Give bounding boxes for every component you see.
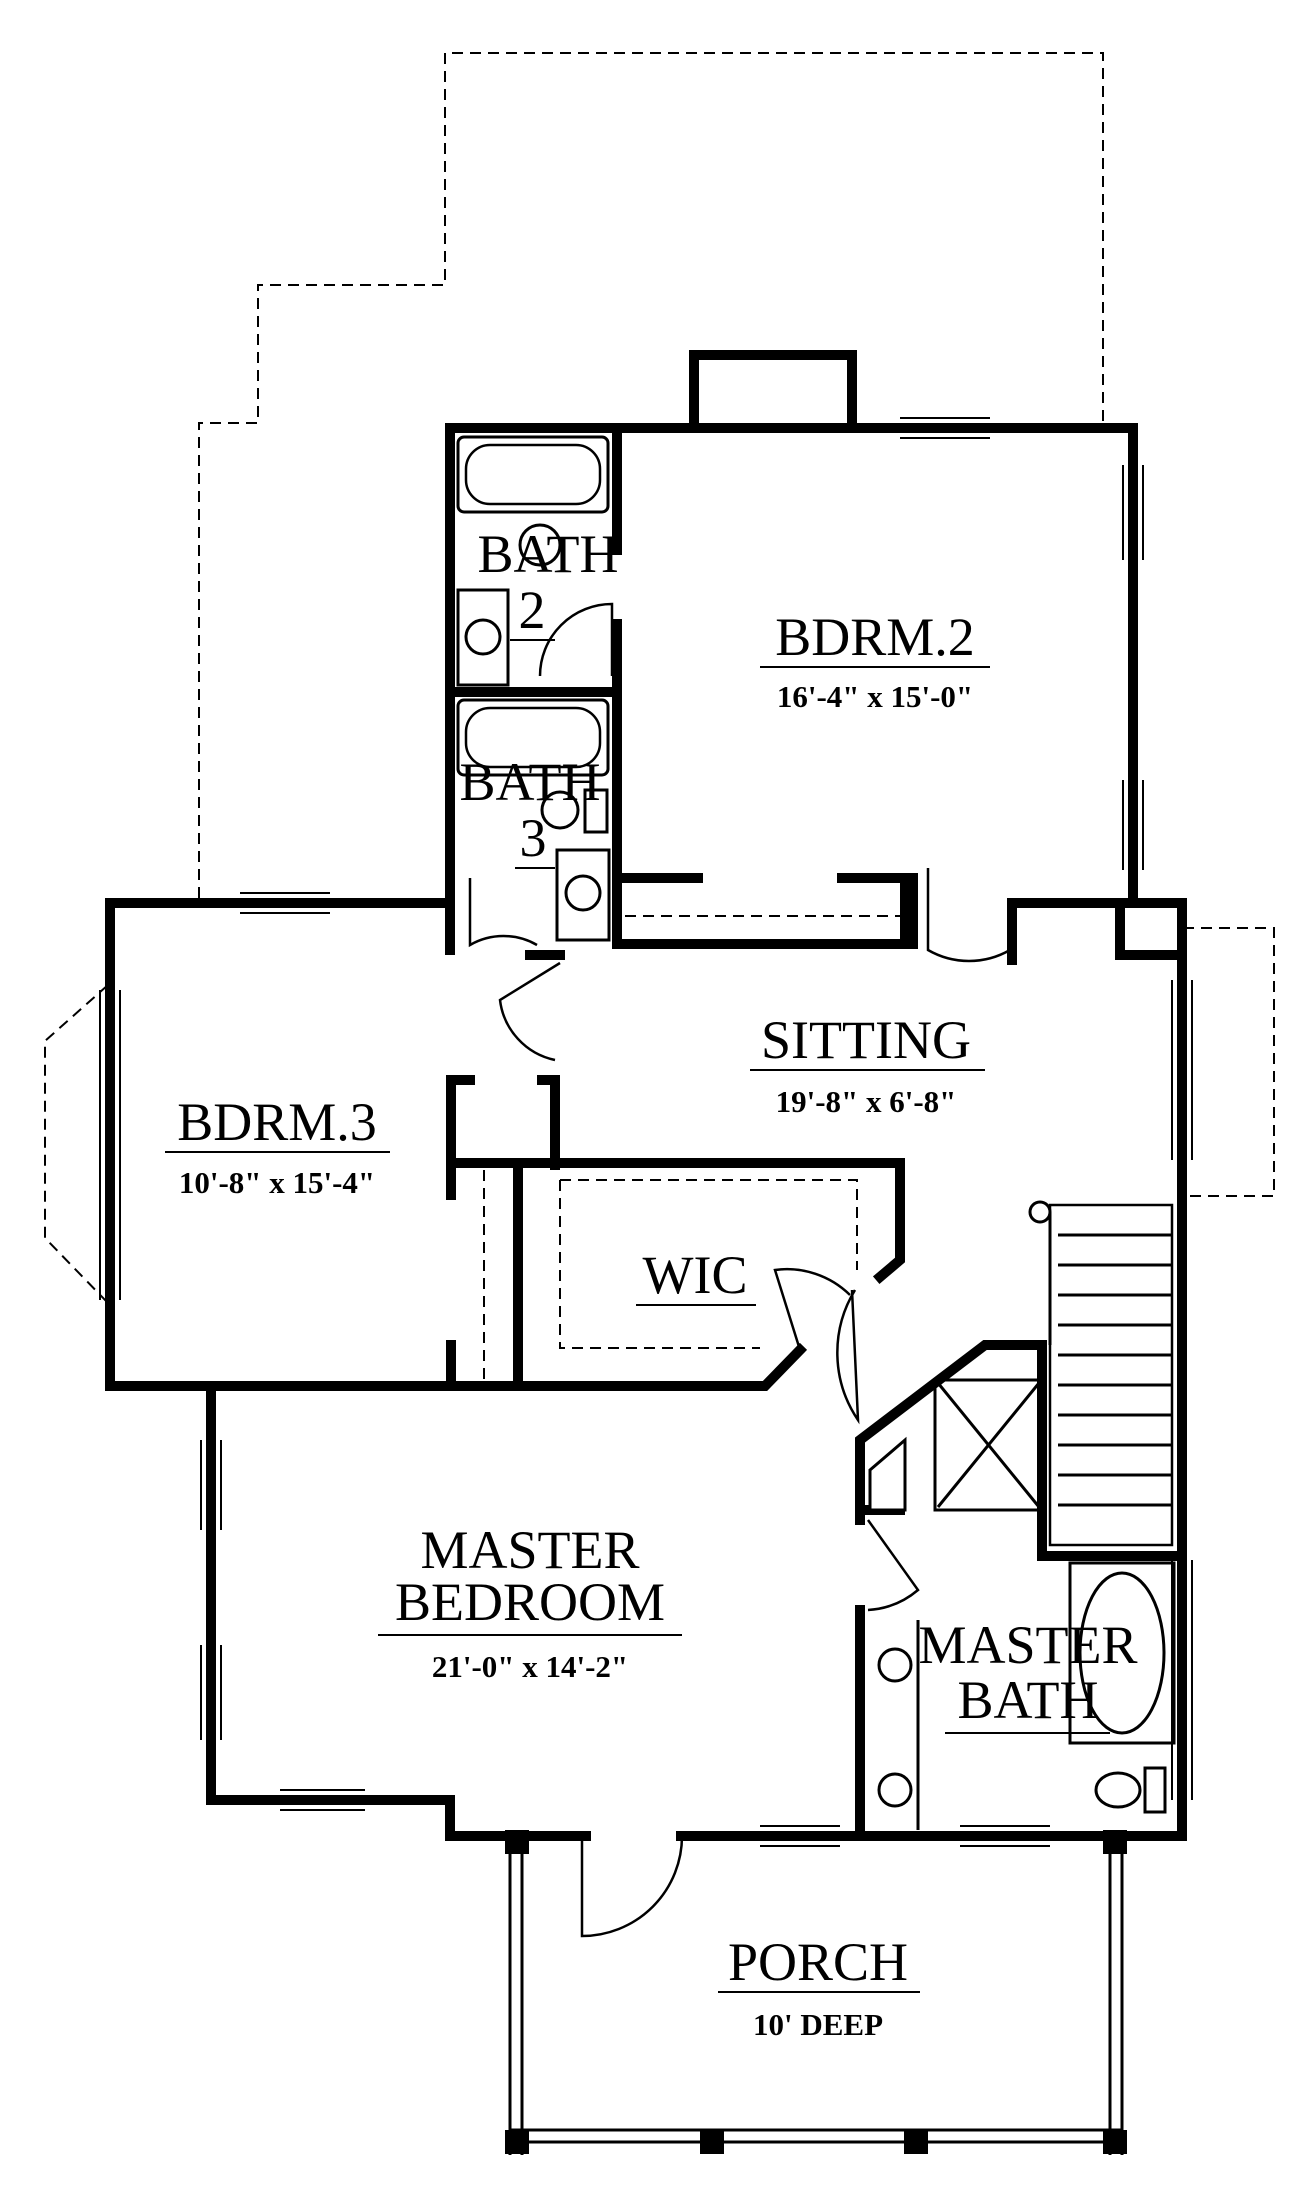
master-toilet-tank	[1143, 1766, 1167, 1814]
windows	[99, 417, 1193, 1847]
bdrm2-dims: 16'-4" x 15'-0"	[777, 679, 973, 714]
bath2-sink-icon	[464, 618, 502, 656]
master-bedroom-dims: 21'-0" x 14'-2"	[432, 1649, 628, 1684]
bath3-door-icon	[468, 878, 538, 948]
master-bath-name-line2: BATH	[957, 1670, 1098, 1730]
bath3-toilet-icon	[540, 790, 580, 830]
stair-wall	[1037, 1340, 1187, 1561]
master-bedroom-name-line1: MASTER	[420, 1520, 639, 1580]
chimney	[689, 350, 857, 428]
master-bath-door-icon	[866, 1519, 920, 1612]
sitting-nook-wall	[1115, 898, 1187, 960]
master-bath-name-line1: MASTER	[918, 1615, 1137, 1675]
wic-shelf-lower	[559, 1180, 760, 1349]
bath3-tub	[456, 698, 610, 777]
bath2-door-icon	[538, 602, 614, 677]
master-toilet-icon	[1094, 1771, 1142, 1809]
master-sink-2-icon	[877, 1772, 913, 1808]
porch-dims: 10' DEEP	[753, 2007, 883, 2042]
linen-closet-wall-right	[537, 1075, 560, 1170]
master-tub	[1068, 1561, 1176, 1745]
wic-door-icon	[773, 1268, 851, 1351]
bath3-tub-basin	[464, 706, 602, 769]
left-exterior-wall	[105, 898, 523, 1391]
newel-post-icon	[1028, 1200, 1052, 1224]
porch-structure	[505, 1830, 1127, 2155]
bath3-label-line1: BATH	[459, 752, 600, 812]
stair-treads	[1058, 1233, 1172, 1507]
master-exterior-wall	[206, 1381, 591, 1841]
bdrm3-name: BDRM.3	[177, 1092, 377, 1152]
bay-window-outline	[44, 984, 109, 1304]
sitting-right-wall	[1007, 898, 1027, 965]
master-tub-basin	[1078, 1571, 1166, 1735]
bath3-wall	[612, 687, 918, 949]
shower-diag-2	[936, 1382, 1041, 1508]
bath2-tub	[456, 435, 610, 514]
wic-shelf	[560, 1179, 858, 1270]
side-deck-outline	[1183, 927, 1275, 1197]
right-exterior-wall	[863, 898, 1187, 1841]
shower-wall	[855, 1340, 1047, 1525]
master-door-icon	[836, 1289, 860, 1425]
stair-outline	[1048, 1203, 1174, 1547]
linen-closet-wall	[446, 1075, 475, 1168]
bath3-label-line2: 3	[520, 808, 547, 868]
bdrm2-closet-wall-right	[837, 873, 910, 949]
bath3-sink-icon	[564, 874, 602, 912]
wic-bottom-wall	[513, 1342, 808, 1391]
linen-cabinet	[868, 1436, 907, 1512]
bdrm2-name: BDRM.2	[775, 607, 975, 667]
bath2-label-line2: 2	[519, 580, 546, 640]
master-bedroom-name-line2: BEDROOM	[395, 1572, 665, 1632]
bath2-label-line1: BATH	[477, 524, 618, 584]
master-sink-icon	[877, 1647, 913, 1683]
bdrm3-door-icon	[498, 961, 561, 1062]
roof-outline	[198, 52, 1104, 898]
sitting-name: SITTING	[761, 1010, 971, 1070]
wic-name: WIC	[643, 1245, 748, 1305]
sitting-dims: 19'-8" x 6'-8"	[776, 1084, 957, 1119]
bdrm2-door-icon	[926, 868, 1011, 963]
bath2-toilet-icon	[518, 523, 562, 567]
porch-name: PORCH	[728, 1932, 908, 1992]
wic-wall	[872, 1158, 905, 1285]
bath3-toilet-tank	[583, 788, 609, 834]
porch-door-icon	[580, 1835, 684, 1938]
bdrm3-dims: 10'-8" x 15'-4"	[179, 1165, 375, 1200]
bath2-tub-basin	[464, 443, 602, 506]
shower-enclosure	[933, 1378, 1044, 1512]
